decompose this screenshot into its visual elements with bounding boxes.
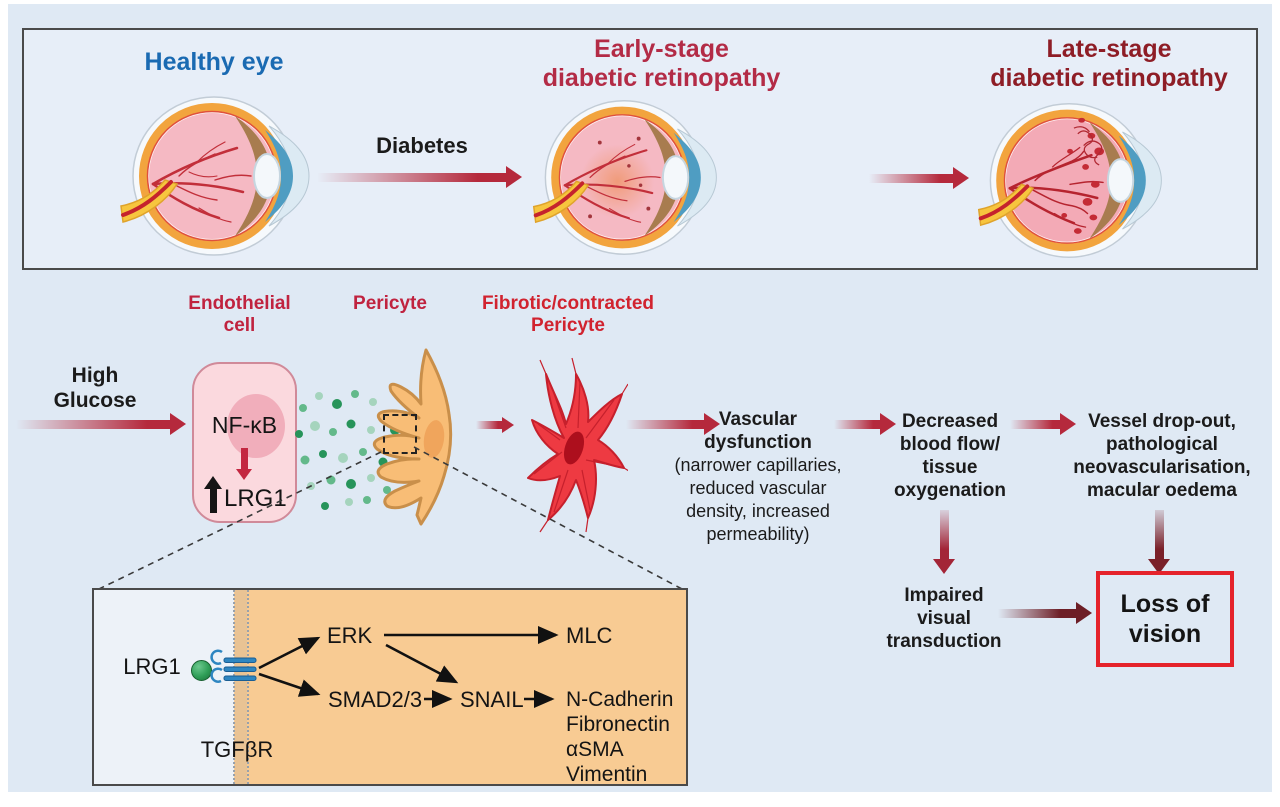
arrow-shaft bbox=[869, 173, 953, 183]
neovascular-tuft bbox=[1073, 126, 1103, 166]
impaired-line1: Impaired bbox=[904, 585, 984, 606]
impaired-line2: visual bbox=[917, 608, 971, 629]
vascular-to-decreased-arrow bbox=[834, 413, 896, 435]
early-stage-title: Early-stage diabetic retinopathy bbox=[489, 35, 834, 93]
membrane-line-outer bbox=[233, 590, 235, 784]
vascular-detail2: reduced vascular bbox=[689, 478, 827, 498]
inset-pathway-arrows bbox=[258, 625, 559, 709]
decreased-line3: tissue bbox=[922, 457, 978, 478]
target-ncadherin: N-Cadherin bbox=[566, 688, 674, 711]
early-stage-title-line2: diabetic retinopathy bbox=[542, 64, 781, 92]
target-asma: αSMA bbox=[566, 738, 624, 761]
arrow-head bbox=[506, 166, 522, 188]
arrow-shaft bbox=[16, 419, 170, 429]
endothelial-nucleus bbox=[227, 394, 285, 458]
diabetes-label: Diabetes bbox=[376, 133, 468, 158]
high-glucose-arrow bbox=[16, 412, 186, 436]
up-arrow-icon bbox=[204, 476, 222, 513]
healthy-eye-title-text: Healthy eye bbox=[144, 48, 284, 76]
disease-progression-panel: Healthy eye Early-stage diabetic retinop… bbox=[22, 28, 1258, 270]
late-stage-eye-illustration bbox=[977, 103, 1162, 258]
endothelial-label-line1: Endothelial bbox=[188, 293, 291, 314]
high-glucose-line1: High bbox=[71, 364, 119, 387]
vessel-dropout-block: Vessel drop-out, pathological neovascula… bbox=[1063, 410, 1261, 502]
magnified-region-box bbox=[383, 414, 417, 454]
inset-lrg1-label: LRG1 bbox=[123, 654, 181, 679]
impaired-to-loss-arrow bbox=[998, 600, 1092, 626]
lrg1-label: LRG1 bbox=[224, 485, 287, 512]
emt-target-list: N-Cadherin Fibronectin αSMA Vimentin bbox=[566, 687, 673, 787]
decreased-line2: blood flow/ bbox=[899, 434, 1001, 455]
loss-line1: Loss of bbox=[1120, 590, 1210, 618]
nfkb-label: NF-κB bbox=[211, 412, 278, 438]
arrow-head bbox=[170, 413, 186, 435]
fibrotic-pericyte-label: Fibrotic/contracted Pericyte bbox=[468, 293, 668, 337]
vessel-line1: Vessel drop-out, bbox=[1088, 411, 1236, 432]
arrow-shaft bbox=[240, 448, 248, 469]
haemorrhage-blobs bbox=[1061, 117, 1105, 234]
fibrotic-pericyte-illustration bbox=[527, 357, 628, 533]
high-glucose-label: High Glucose bbox=[30, 363, 160, 413]
early-stage-eye-illustration bbox=[532, 100, 717, 255]
microaneurysm-dots bbox=[588, 136, 651, 219]
membrane-fill bbox=[235, 590, 247, 784]
vascular-dysfunction-block: Vascular dysfunction (narrower capillari… bbox=[656, 408, 860, 546]
healthy-eye-title: Healthy eye bbox=[84, 48, 344, 77]
diabetes-arrow bbox=[317, 165, 522, 189]
lrg1-upregulation: LRG1 bbox=[204, 476, 287, 513]
late-stage-title-line2: diabetic retinopathy bbox=[990, 64, 1228, 92]
late-stage-title: Late-stage diabetic retinopathy bbox=[939, 35, 1279, 93]
decreased-to-vessel-arrow bbox=[1010, 413, 1076, 435]
fibrotic-to-vascular-arrow bbox=[626, 412, 720, 436]
vessel-line3: neovascularisation, bbox=[1073, 457, 1251, 478]
vascular-detail3: density, increased bbox=[686, 501, 830, 521]
arrow-head bbox=[953, 167, 969, 189]
vessel-down-arrow bbox=[1148, 510, 1170, 574]
loss-of-vision-box: Loss of vision bbox=[1096, 571, 1234, 667]
fibrotic-label-line2: Pericyte bbox=[531, 315, 605, 336]
lrg1-ligand-ball bbox=[191, 660, 212, 681]
tgfbr-label: TGFβR bbox=[200, 737, 274, 762]
membrane-line-inner bbox=[247, 590, 249, 784]
vascular-line1: Vascular bbox=[718, 409, 798, 430]
impaired-line3: transduction bbox=[886, 631, 1002, 652]
high-glucose-line2: Glucose bbox=[53, 389, 137, 412]
healthy-eye-illustration bbox=[120, 96, 310, 256]
target-fibronectin: Fibronectin bbox=[566, 713, 670, 736]
fibrotic-label-line1: Fibrotic/contracted bbox=[481, 293, 655, 314]
vascular-detail4: permeability) bbox=[706, 524, 810, 544]
pericyte-label: Pericyte bbox=[353, 293, 427, 314]
endothelial-cell: NF-κB LRG1 bbox=[192, 362, 297, 523]
tgfbr-receptor-icon bbox=[210, 649, 257, 683]
lrg1-signalling-inset: LRG1 bbox=[92, 588, 688, 786]
endothelial-cell-label: Endothelial cell bbox=[172, 293, 307, 337]
decreased-line4: oxygenation bbox=[894, 480, 1006, 501]
arrow-shaft bbox=[317, 172, 506, 182]
decreased-blood-flow-block: Decreased blood flow/ tissue oxygenation bbox=[878, 410, 1022, 502]
progression-arrow bbox=[869, 167, 969, 189]
late-stage-title-line1: Late-stage bbox=[1046, 35, 1172, 63]
impaired-transduction-block: Impaired visual transduction bbox=[868, 584, 1020, 653]
vessel-line2: pathological bbox=[1106, 434, 1218, 455]
endothelial-label-line2: cell bbox=[223, 315, 256, 336]
smad-label: SMAD2/3 bbox=[328, 687, 423, 712]
target-vimentin: Vimentin bbox=[566, 763, 648, 786]
snail-label: SNAIL bbox=[460, 687, 524, 712]
mlc-label: MLC bbox=[566, 623, 613, 648]
decreased-line1: Decreased bbox=[901, 411, 999, 432]
vascular-detail1: (narrower capillaries, bbox=[674, 455, 842, 475]
decreased-down-arrow bbox=[933, 510, 955, 574]
erk-label: ERK bbox=[327, 623, 373, 648]
early-stage-title-line1: Early-stage bbox=[594, 35, 729, 63]
loss-line2: vision bbox=[1128, 620, 1202, 648]
vessel-line4: macular oedema bbox=[1087, 480, 1237, 501]
vascular-line2: dysfunction bbox=[704, 432, 812, 453]
pericyte-to-fibrotic-arrow bbox=[476, 415, 514, 435]
